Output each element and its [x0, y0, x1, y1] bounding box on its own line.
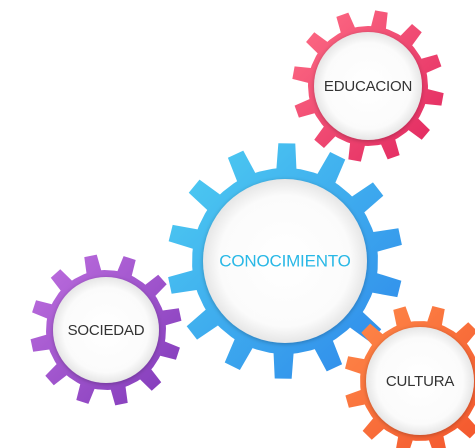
- gear-cultura-label: CULTURA: [386, 373, 455, 390]
- gear-sociedad: SOCIEDAD: [30, 254, 182, 406]
- gear-conocimiento: CONOCIMIENTO: [168, 143, 402, 379]
- gear-cultura-hub: [366, 327, 474, 435]
- gear-conocimiento-hub: [203, 179, 367, 343]
- gear-cultura: CULTURA: [345, 306, 475, 448]
- gear-educacion: EDUCACION: [292, 10, 444, 162]
- gear-conocimiento-label: CONOCIMIENTO: [219, 251, 350, 270]
- gear-sociedad-hub: [53, 277, 159, 383]
- gear-educacion-label: EDUCACION: [324, 78, 412, 95]
- gear-sociedad-label: SOCIEDAD: [68, 322, 145, 339]
- gear-educacion-hub: [314, 32, 422, 140]
